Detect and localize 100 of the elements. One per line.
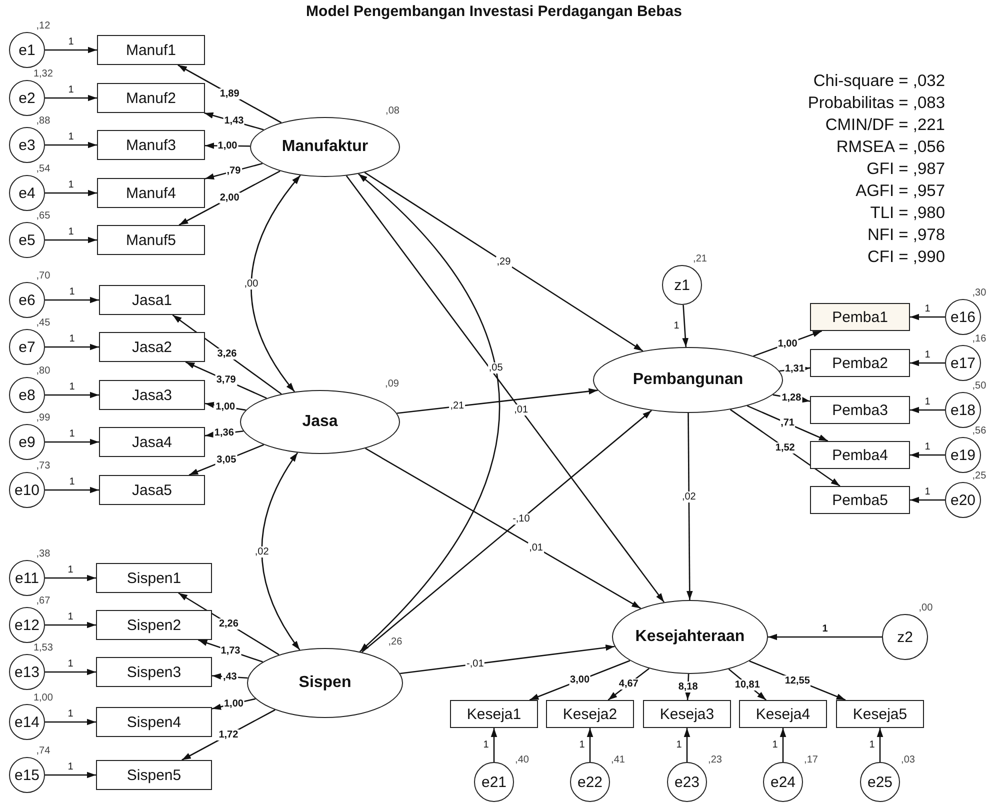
edge-label: 1	[68, 286, 76, 298]
edge-label: ,01	[513, 404, 530, 416]
edge-label: 1,00	[222, 698, 244, 710]
error-term-circle: e6	[9, 282, 45, 318]
indicator-box: Pemba3	[810, 396, 910, 424]
edge-label: 1,73	[220, 645, 242, 656]
arrow	[45, 46, 97, 54]
arrow	[910, 314, 945, 320]
fit-statistic: CFI = ,990	[868, 248, 945, 267]
error-term-circle: e18	[945, 392, 981, 428]
edge-label: ,71	[780, 418, 796, 429]
edge-label: 1	[67, 226, 75, 238]
variance-value: ,80	[36, 366, 50, 376]
error-term-circle: e8	[9, 377, 45, 413]
arrow	[876, 728, 884, 762]
arrow	[45, 668, 96, 676]
edge-label: 1	[66, 708, 74, 720]
edge-label: ,05	[488, 362, 504, 374]
variance-value: ,26	[388, 636, 402, 648]
error-term-circle: e25	[860, 762, 900, 802]
edge-label: 1	[821, 624, 829, 634]
arrow	[45, 486, 99, 494]
arrow	[45, 190, 97, 196]
edge-label: 1,43	[223, 116, 245, 127]
variance-value: ,40	[515, 754, 529, 766]
latent-variable-ellipse: Kesejahteraan	[612, 600, 768, 674]
arrow	[45, 574, 96, 582]
fit-statistic: CMIN/DF = ,221	[825, 116, 945, 135]
edge-label: 1	[67, 180, 75, 190]
indicator-box: Manuf1	[97, 35, 205, 65]
edge-label: 1	[67, 36, 75, 48]
edge-label: 1,36	[213, 428, 235, 439]
indicator-box: Sispen4	[96, 707, 212, 737]
arrow	[684, 674, 692, 700]
indicator-box: Keseja3	[643, 700, 731, 728]
indicator-box: Sispen2	[96, 610, 212, 640]
arrow	[490, 728, 498, 762]
edge-label: 2,00	[218, 192, 240, 204]
arrow	[45, 622, 96, 628]
edge-label: 1	[675, 740, 683, 750]
arrow	[178, 170, 280, 226]
variance-value: ,50	[972, 380, 986, 392]
edge-label: 1	[68, 428, 76, 440]
fit-statistic: Chi-square = ,032	[813, 72, 945, 91]
latent-variable-ellipse: Manufaktur	[250, 117, 400, 177]
indicator-box: Pemba4	[810, 441, 910, 469]
arrow	[178, 64, 282, 124]
fit-statistic: NFI = ,978	[868, 226, 945, 245]
error-term-circle: e10	[9, 472, 45, 508]
arrow	[910, 452, 945, 458]
fit-statistic: RMSEA = ,056	[836, 138, 945, 157]
arrow	[682, 304, 688, 348]
edge-label: 1	[66, 612, 74, 622]
edge-label: ,43	[222, 671, 238, 682]
edge-label: -,01	[466, 658, 485, 670]
latent-variable-ellipse: Pembangunan	[593, 347, 783, 413]
variance-value: 1,32	[33, 68, 53, 80]
arrow	[910, 496, 945, 504]
error-term-circle: e11	[9, 560, 45, 596]
arrow	[45, 438, 99, 446]
variance-value: ,70	[36, 270, 50, 282]
edge-label: 3,26	[216, 348, 238, 360]
fit-statistic: AGFI = ,957	[856, 182, 945, 201]
double-headed-arrow	[358, 173, 500, 652]
edge-label: ,02	[680, 492, 697, 503]
arrow	[365, 448, 641, 609]
arrow	[910, 406, 945, 414]
edge-label: 1	[482, 740, 490, 750]
edge-label: 4,67	[618, 678, 640, 690]
indicator-box: Sispen1	[96, 563, 212, 593]
edge-label: 1,52	[774, 442, 796, 454]
indicator-box: Jasa4	[99, 427, 205, 457]
variance-value: 1,00	[33, 692, 53, 704]
error-term-circle: e15	[9, 757, 45, 793]
error-term-circle: e5	[9, 222, 45, 258]
edge-label: 1	[67, 84, 75, 96]
error-term-circle: e20	[945, 482, 981, 518]
error-term-circle: e19	[945, 437, 981, 473]
variance-value: ,00	[918, 602, 933, 614]
error-term-circle: e17	[945, 345, 981, 381]
indicator-box: Sispen3	[96, 657, 212, 687]
arrow	[730, 409, 840, 487]
variance-value: ,09	[385, 378, 399, 390]
edge-label: 1,72	[218, 729, 240, 740]
edge-label: 1	[67, 132, 75, 142]
edge-label: 1,28	[780, 392, 802, 404]
variance-value: ,25	[972, 470, 986, 482]
indicator-box: Keseja1	[450, 700, 538, 728]
arrow	[45, 94, 97, 102]
indicator-box: Sispen5	[96, 760, 212, 790]
arrow	[364, 172, 644, 352]
variance-value: ,12	[36, 20, 50, 32]
edge-label: 1,00	[776, 338, 798, 350]
arrow	[45, 392, 99, 398]
error-term-circle: e16	[945, 299, 981, 335]
edge-label: 3,00	[569, 674, 591, 686]
edge-label: 1,89	[218, 88, 240, 100]
indicator-box: Keseja5	[836, 700, 924, 728]
arrow	[746, 405, 828, 442]
edge-label: 2,26	[218, 618, 240, 630]
